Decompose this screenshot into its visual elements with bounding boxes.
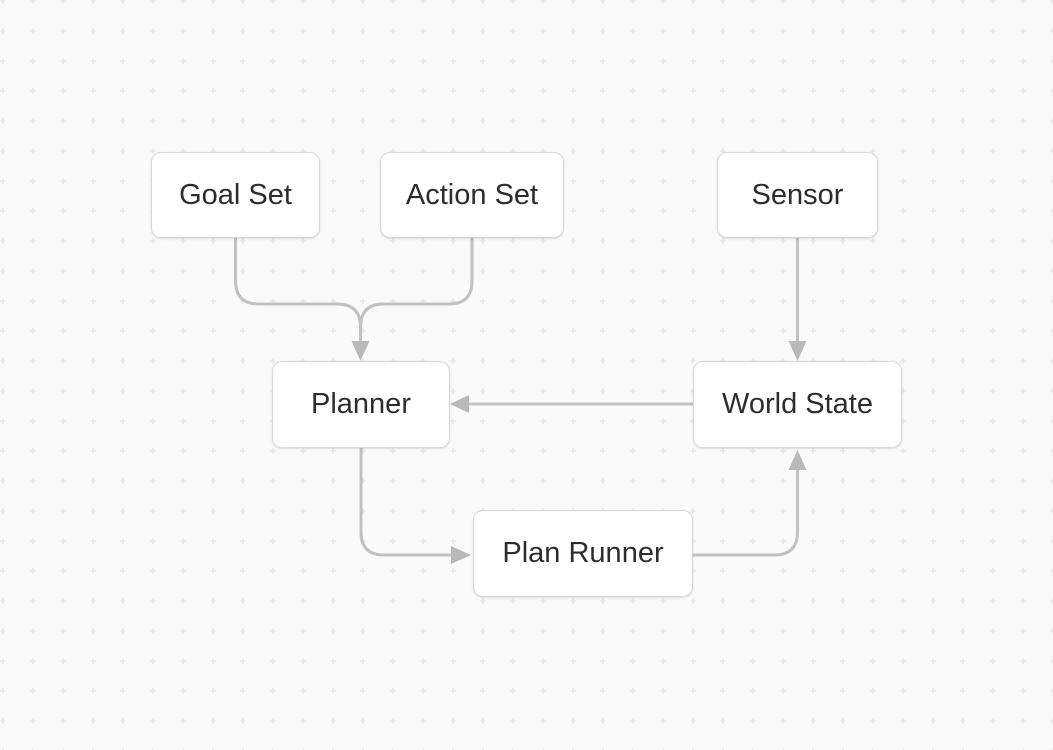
node-world-state-label: World State xyxy=(722,388,873,420)
node-planner[interactable]: Planner xyxy=(272,361,450,448)
node-plan-runner-label: Plan Runner xyxy=(502,537,664,569)
arrowhead-right-into-plan-runner-icon xyxy=(451,546,471,564)
arrowhead-left-into-planner-icon xyxy=(450,395,469,413)
arrowhead-down-into-world-state-icon xyxy=(788,341,807,361)
edge-goal-set-to-planner xyxy=(234,236,362,344)
node-plan-runner[interactable]: Plan Runner xyxy=(473,510,693,597)
edge-plan-runner-to-world-state xyxy=(691,468,799,557)
arrowhead-down-into-planner-icon xyxy=(351,341,370,361)
arrowhead-up-into-world-state-icon xyxy=(788,450,807,470)
node-planner-label: Planner xyxy=(311,388,411,420)
node-sensor-label: Sensor xyxy=(751,178,844,211)
node-goal-set-label: Goal Set xyxy=(179,178,292,211)
node-world-state[interactable]: World State xyxy=(693,361,902,448)
edge-planner-to-plan-runner xyxy=(359,447,454,557)
node-sensor[interactable]: Sensor xyxy=(717,152,878,238)
node-goal-set[interactable]: Goal Set xyxy=(151,152,320,238)
edge-action-set-to-planner xyxy=(359,236,474,344)
node-action-set-label: Action Set xyxy=(405,178,539,211)
node-action-set[interactable]: Action Set xyxy=(380,152,564,238)
